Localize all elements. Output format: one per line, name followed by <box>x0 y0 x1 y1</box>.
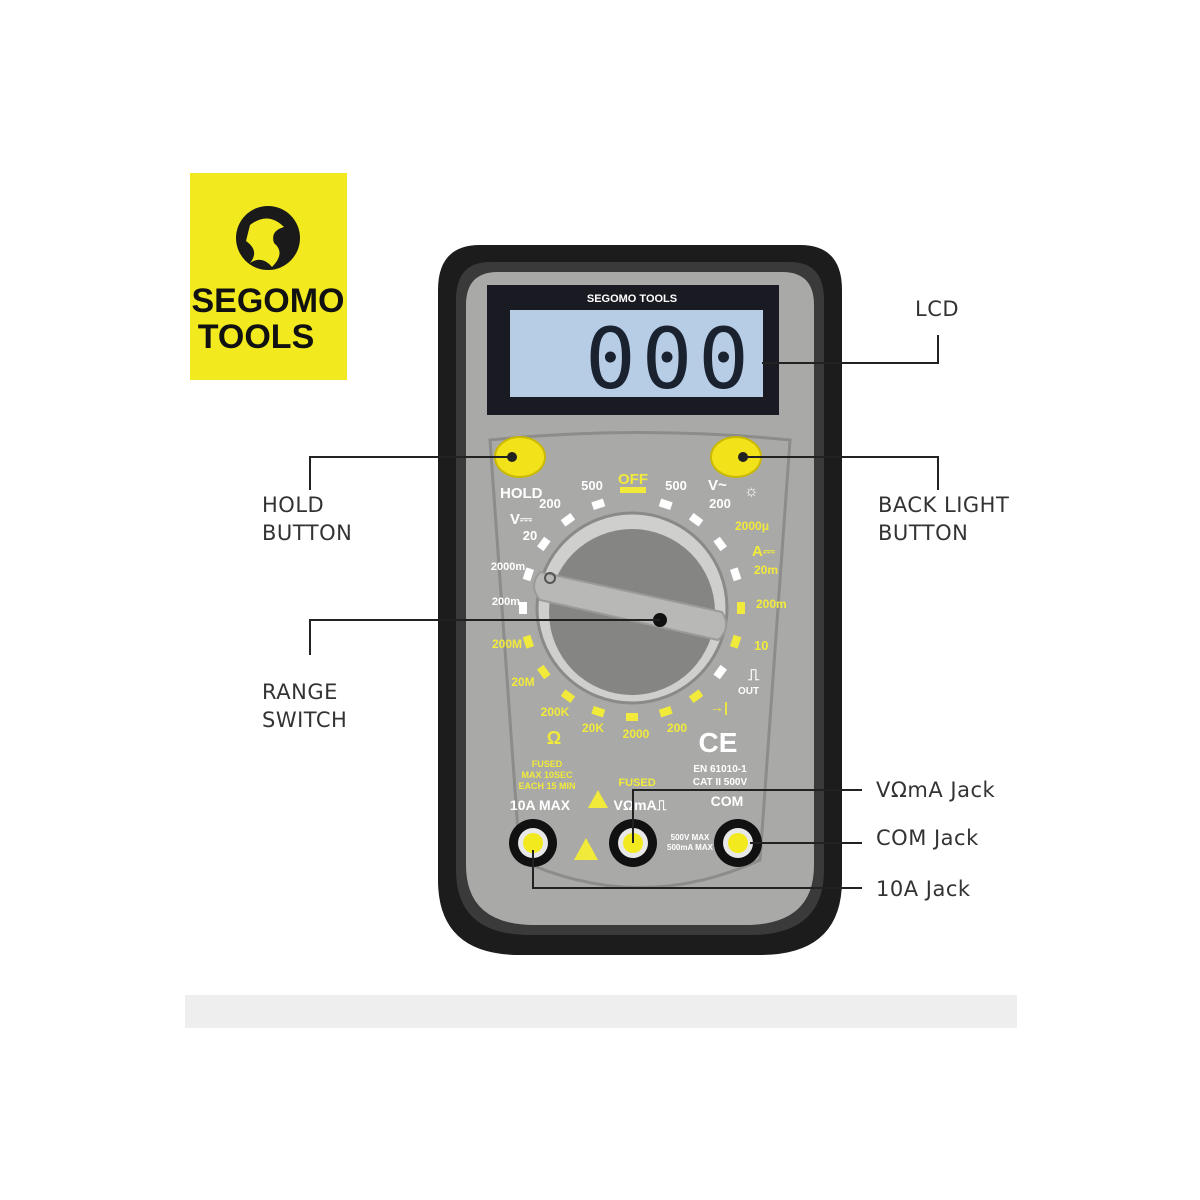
range-tick <box>713 664 727 680</box>
ohm-20k: 20K <box>582 721 604 735</box>
fused-10a-line3: EACH 15 MIN <box>518 781 575 791</box>
callout-hold-line2: BUTTON <box>262 521 352 545</box>
diode-icon: →| <box>710 699 728 715</box>
limit-line2: 500mA MAX <box>667 843 714 852</box>
ohm-2000: 2000 <box>623 727 650 741</box>
dcv-200: 200 <box>539 496 561 511</box>
backlight-icon: ☼ <box>744 483 759 500</box>
brand-logo: SEGOMO TOOLS <box>190 173 347 380</box>
warning-icon <box>588 790 608 808</box>
callout-com-jack: COM Jack <box>876 826 979 850</box>
dcv-2000m: 2000m <box>491 561 525 573</box>
amp-2000u: 2000μ <box>735 519 769 533</box>
logo-line2: TOOLS <box>198 318 315 356</box>
range-tick <box>522 634 534 649</box>
ohm-200m-meg: 200M <box>492 637 522 651</box>
range-tick <box>713 536 727 552</box>
standard-line1: EN 61010-1 <box>693 764 747 775</box>
ohm-200k: 200K <box>541 705 570 719</box>
fused-10a-line2: MAX 10SEC <box>521 770 573 780</box>
vac-label: V~ <box>708 477 727 494</box>
range-tick <box>688 689 704 703</box>
range-tick <box>560 689 576 703</box>
jack-com[interactable] <box>714 819 762 867</box>
hold-label: HOLD <box>500 485 543 502</box>
callout-lcd: LCD <box>915 297 959 321</box>
jack-vomA-label: VΩmA⎍ <box>614 797 667 813</box>
vdc-label: V⎓ <box>510 511 532 528</box>
fused-10a-line1: FUSED <box>532 759 563 769</box>
amp-200m: 200m <box>756 597 787 611</box>
callout-range-line1: RANGE <box>262 680 338 704</box>
acv-200: 200 <box>709 496 731 511</box>
acv-500: 500 <box>665 478 687 493</box>
amp-label: A⎓ <box>752 543 775 560</box>
off-label: OFF <box>618 471 648 488</box>
callout-backlight-line2: BUTTON <box>878 521 968 545</box>
range-tick <box>537 664 551 680</box>
limit-line1: 500V MAX <box>671 833 710 842</box>
jack-10a-label: 10A MAX <box>510 797 571 813</box>
range-tick <box>591 706 606 718</box>
sq-out-label: OUT <box>738 686 759 697</box>
lcd-reading: 000 <box>585 310 755 408</box>
ohm-20m-meg: 20M <box>511 675 534 689</box>
callout-range-line2: SWITCH <box>262 708 347 732</box>
range-tick <box>591 498 606 510</box>
range-tick <box>658 498 673 510</box>
range-ticks <box>519 498 745 721</box>
ohm-symbol: Ω <box>547 728 561 748</box>
ohm-200: 200 <box>667 721 687 735</box>
dcv-20: 20 <box>523 528 537 543</box>
callout-lines <box>309 335 939 889</box>
callout-vomA-jack: VΩmA Jack <box>876 778 996 802</box>
lcd-display: SEGOMO TOOLS 000 <box>487 285 779 415</box>
logo-line1: SEGOMO <box>191 282 344 320</box>
dcv-500: 500 <box>581 478 603 493</box>
meter-brand: SEGOMO TOOLS <box>587 293 677 305</box>
fused-label: FUSED <box>618 777 655 789</box>
amp-20m: 20m <box>754 563 778 577</box>
range-tick <box>522 567 534 582</box>
dcv-200m: 200m <box>492 596 520 608</box>
bottom-bar <box>185 995 1017 1028</box>
callout-backlight-line1: BACK LIGHT <box>878 493 1009 517</box>
range-switch[interactable] <box>533 511 729 705</box>
square-wave-icon: ⎍ <box>748 667 760 684</box>
range-tick <box>658 706 673 718</box>
amp-10: 10 <box>754 638 768 653</box>
range-tick <box>537 536 551 552</box>
ce-mark: CE <box>699 727 738 758</box>
warning-icon <box>574 838 598 860</box>
range-tick <box>730 567 742 582</box>
jack-com-label: COM <box>711 793 744 809</box>
callout-hold-line1: HOLD <box>262 493 324 517</box>
range-tick <box>688 513 704 527</box>
callout-10a-jack: 10A Jack <box>876 877 971 901</box>
range-tick <box>730 634 742 649</box>
jack-10a[interactable] <box>509 819 557 867</box>
range-tick <box>560 513 576 527</box>
standard-line2: CAT II 500V <box>693 777 748 788</box>
